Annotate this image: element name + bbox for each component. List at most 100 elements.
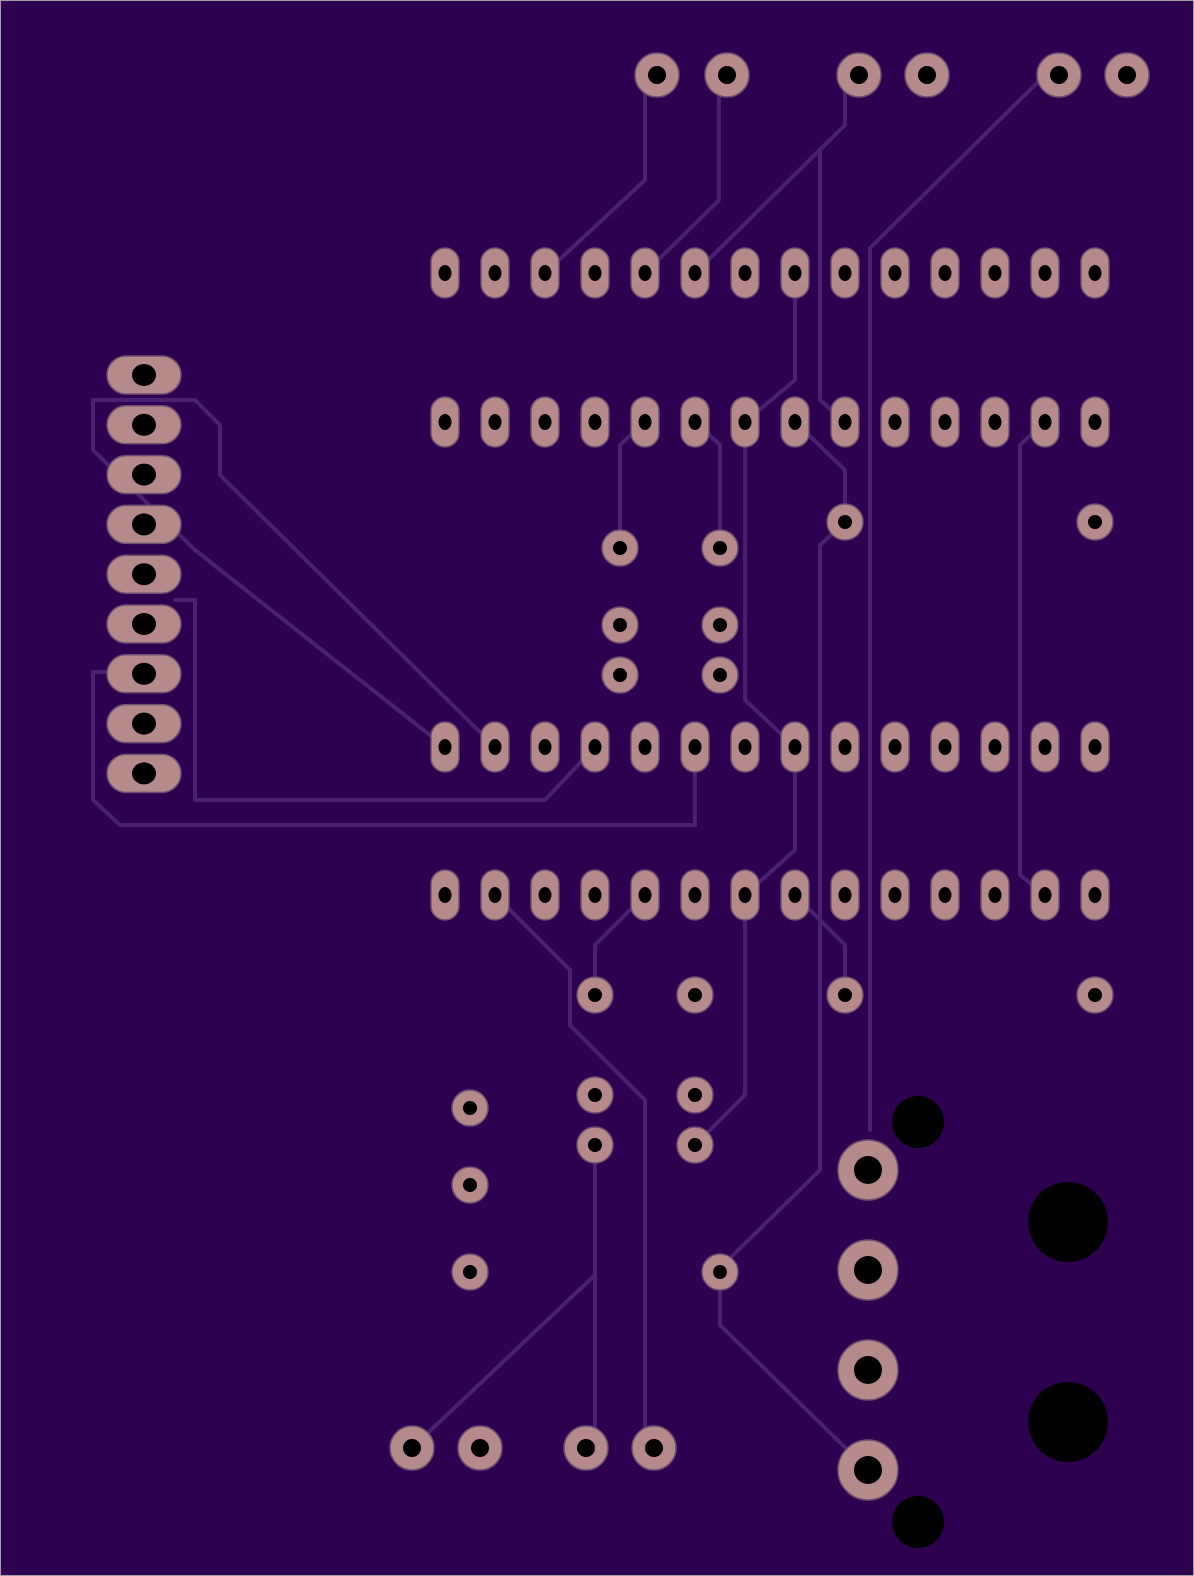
drill-hole — [403, 1439, 421, 1457]
drill-hole — [713, 668, 727, 682]
drill-hole — [132, 613, 156, 635]
drill-hole — [613, 541, 627, 555]
drill-hole — [854, 1256, 882, 1284]
trace — [91, 398, 447, 749]
drill-hole — [538, 739, 552, 755]
drill-hole — [838, 265, 852, 281]
pads-layer — [106, 52, 1150, 1548]
trace — [493, 893, 647, 1447]
drill-hole — [1088, 887, 1102, 903]
drill-hole — [1088, 739, 1102, 755]
drill-hole — [463, 1178, 477, 1192]
drill-hole — [463, 1101, 477, 1115]
mounting-hole — [1028, 1382, 1108, 1462]
drill-hole — [588, 887, 602, 903]
drill-hole — [1088, 988, 1102, 1002]
drill-hole — [638, 414, 652, 430]
drill-hole — [1118, 66, 1136, 84]
drill-hole — [613, 668, 627, 682]
drill-hole — [788, 739, 802, 755]
drill-hole — [888, 265, 902, 281]
drill-hole — [688, 1138, 702, 1152]
drill-hole — [438, 414, 452, 430]
drill-hole — [888, 739, 902, 755]
drill-hole — [938, 887, 952, 903]
trace — [643, 73, 721, 275]
drill-hole — [638, 887, 652, 903]
drill-hole — [688, 1088, 702, 1102]
drill-hole — [788, 265, 802, 281]
drill-hole — [850, 66, 868, 84]
trace — [413, 1273, 597, 1447]
drill-hole — [854, 1356, 882, 1384]
drill-hole — [688, 265, 702, 281]
drill-hole — [438, 265, 452, 281]
drill-hole — [688, 887, 702, 903]
drill-hole — [938, 739, 952, 755]
drill-hole — [713, 618, 727, 632]
drill-hole — [588, 265, 602, 281]
drill-hole — [1038, 265, 1052, 281]
trace — [743, 420, 797, 749]
trace — [868, 73, 1047, 1132]
drill-hole — [788, 414, 802, 430]
drill-hole — [854, 1456, 882, 1484]
drill-hole — [918, 66, 936, 84]
drill-hole — [132, 413, 156, 436]
drill-hole — [588, 739, 602, 755]
drill-hole — [538, 414, 552, 430]
drill-hole — [588, 414, 602, 430]
drill-hole — [988, 265, 1002, 281]
drill-hole — [638, 739, 652, 755]
drill-hole — [688, 414, 702, 430]
drill-hole — [738, 414, 752, 430]
drill-hole — [132, 513, 156, 536]
trace — [91, 670, 697, 827]
drill-hole — [713, 1265, 727, 1279]
trace — [693, 893, 747, 1147]
drill-hole — [713, 541, 727, 555]
mounting-hole — [1028, 1182, 1108, 1262]
trace — [91, 398, 497, 749]
drill-hole — [1038, 887, 1052, 903]
mounting-hole — [892, 1496, 944, 1548]
drill-hole — [838, 739, 852, 755]
drill-hole — [988, 887, 1002, 903]
trace — [543, 73, 647, 275]
drill-hole — [688, 739, 702, 755]
drill-hole — [538, 887, 552, 903]
drill-hole — [132, 662, 156, 685]
drill-hole — [738, 887, 752, 903]
drill-hole — [1050, 66, 1068, 84]
drill-hole — [1038, 414, 1052, 430]
drill-hole — [838, 414, 852, 430]
drill-hole — [838, 515, 852, 529]
drill-hole — [648, 66, 666, 84]
drill-hole — [838, 988, 852, 1002]
trace — [743, 271, 797, 424]
drill-hole — [488, 265, 502, 281]
drill-hole — [613, 618, 627, 632]
drill-hole — [738, 265, 752, 281]
drill-hole — [132, 364, 156, 386]
drill-hole — [645, 1439, 663, 1457]
drill-hole — [1088, 515, 1102, 529]
drill-hole — [438, 739, 452, 755]
drill-hole — [838, 887, 852, 903]
drill-hole — [471, 1439, 489, 1457]
drill-hole — [588, 1138, 602, 1152]
drill-hole — [988, 414, 1002, 430]
drill-hole — [577, 1439, 595, 1457]
copper-traces — [91, 73, 1047, 1472]
drill-hole — [738, 739, 752, 755]
trace — [173, 598, 597, 802]
drill-hole — [488, 414, 502, 430]
drill-hole — [938, 414, 952, 430]
drill-hole — [888, 887, 902, 903]
drill-hole — [718, 66, 736, 84]
drill-hole — [488, 887, 502, 903]
drill-hole — [132, 563, 156, 586]
drill-hole — [688, 988, 702, 1002]
drill-hole — [438, 887, 452, 903]
